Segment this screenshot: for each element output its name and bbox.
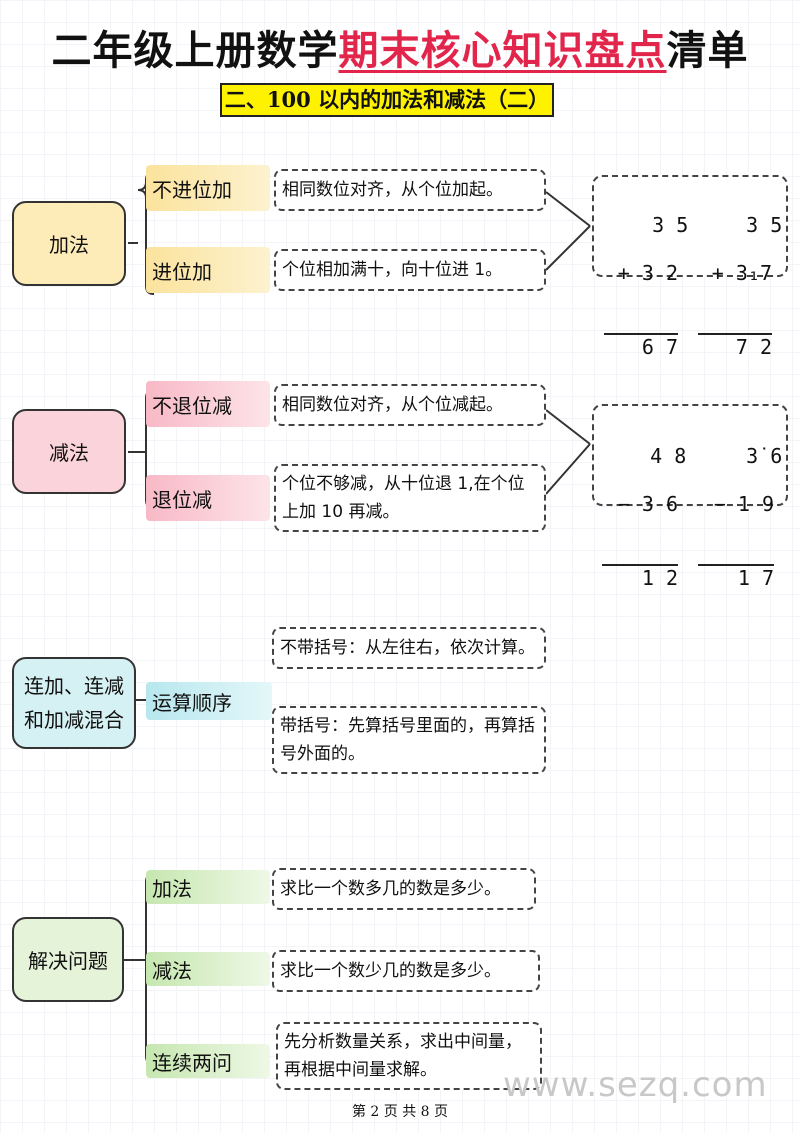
result: 1 7 (698, 564, 774, 590)
root-mixed-operations: 连加、连减 和加减混合 (12, 657, 136, 749)
branch-label: 加法 (152, 876, 192, 901)
subtraction-examples: 4 8 − 3 6 1 2 3̇ 6 − 1 9 1 7 (592, 404, 788, 590)
note-text: 求比一个数多几的数是多少。 (280, 879, 501, 899)
root-mixed-line1: 连加、连减 (24, 674, 124, 698)
operand-top: 3 5 (652, 213, 689, 237)
operand-top: 3 5 (746, 213, 783, 237)
branch-no-borrow-sub: 不退位减 (146, 381, 270, 427)
branch-carry-add: 进位加 (146, 247, 270, 293)
root-problem-solving-label: 解决问题 (28, 949, 108, 973)
watermark: www.sezq.com (503, 1065, 768, 1105)
result: 7 2 (698, 333, 772, 359)
branch-operation-order: 运算顺序 (146, 682, 272, 720)
branch-label: 不进位加 (152, 177, 232, 202)
subtraction-example-1: 4 8 − 3 6 1 2 (602, 420, 686, 638)
operand-top: 3̇ 6 (746, 444, 783, 468)
operand-bottom: + 3₁7 (711, 261, 772, 285)
root-addition-label: 加法 (49, 233, 89, 257)
title-suffix: 清单 (666, 27, 749, 74)
operand-bottom: − 1 9 (713, 492, 774, 516)
note-borrow-sub: 个位不够减，从十位退 1,在个位上加 10 再减。 (274, 464, 546, 532)
root-mixed-line2: 和加减混合 (24, 708, 124, 732)
addition-examples: 3 5 + 3 2 6 7 3 5 + 3₁7 7 2 (592, 175, 788, 359)
branch-borrow-sub: 退位减 (146, 475, 270, 521)
note-text: 先分析数量关系，求出中间量，再根据中间量求解。 (284, 1032, 522, 1080)
note-text: 个位相加满十，向十位进 1。 (282, 260, 503, 280)
note-no-carry-add: 相同数位对齐，从个位加起。 (274, 169, 546, 211)
page-footer: 第 2 页 共 8 页 (351, 1104, 449, 1120)
root-addition: 加法 (12, 201, 126, 286)
branch-label: 退位减 (152, 487, 212, 512)
branch-two-step: 连续两问 (146, 1044, 270, 1078)
note-carry-add: 个位相加满十，向十位进 1。 (274, 249, 546, 291)
addition-example-2: 3 5 + 3₁7 7 2 (698, 189, 782, 407)
note-solve-add: 求比一个数多几的数是多少。 (272, 868, 536, 910)
branch-label: 连续两问 (152, 1050, 232, 1075)
branch-label: 运算顺序 (152, 690, 232, 715)
result: 6 7 (604, 333, 678, 359)
branch-solve-add: 加法 (146, 870, 270, 904)
root-problem-solving: 解决问题 (12, 917, 124, 1002)
note-two-step: 先分析数量关系，求出中间量，再根据中间量求解。 (276, 1022, 542, 1090)
note-text: 带括号：先算括号里面的，再算括号外面的。 (280, 716, 535, 764)
title-highlight: 期末核心知识盘点 (338, 27, 667, 74)
root-subtraction: 减法 (12, 409, 126, 494)
addition-example-1: 3 5 + 3 2 6 7 (604, 189, 688, 407)
subtraction-example-2: 3̇ 6 − 1 9 1 7 (698, 420, 782, 638)
note-text: 不带括号：从左往右，依次计算。 (280, 638, 535, 658)
operand-bottom: + 3 2 (617, 261, 678, 285)
note-solve-sub: 求比一个数少几的数是多少。 (272, 950, 540, 992)
operand-top: 4 8 (650, 444, 687, 468)
note-no-borrow-sub: 相同数位对齐，从个位减起。 (274, 384, 546, 426)
branch-label: 进位加 (152, 259, 212, 284)
note-no-brackets: 不带括号：从左往右，依次计算。 (272, 627, 546, 669)
branch-no-carry-add: 不进位加 (146, 165, 270, 211)
title-prefix: 二年级上册数学 (51, 27, 339, 74)
section-subtitle: 二、100 以内的加法和减法（二） (220, 83, 554, 117)
note-text: 相同数位对齐，从个位减起。 (282, 395, 503, 415)
note-with-brackets: 带括号：先算括号里面的，再算括号外面的。 (272, 706, 546, 774)
result: 1 2 (602, 564, 678, 590)
root-subtraction-label: 减法 (49, 441, 89, 465)
operand-bottom: − 3 6 (617, 492, 678, 516)
page-title: 二年级上册数学期末核心知识盘点清单 (0, 18, 800, 76)
note-text: 求比一个数少几的数是多少。 (280, 961, 501, 981)
note-text: 相同数位对齐，从个位加起。 (282, 180, 503, 200)
branch-solve-sub: 减法 (146, 952, 270, 986)
note-text: 个位不够减，从十位退 1,在个位上加 10 再减。 (282, 474, 525, 522)
branch-label: 减法 (152, 958, 192, 983)
branch-label: 不退位减 (152, 393, 232, 418)
